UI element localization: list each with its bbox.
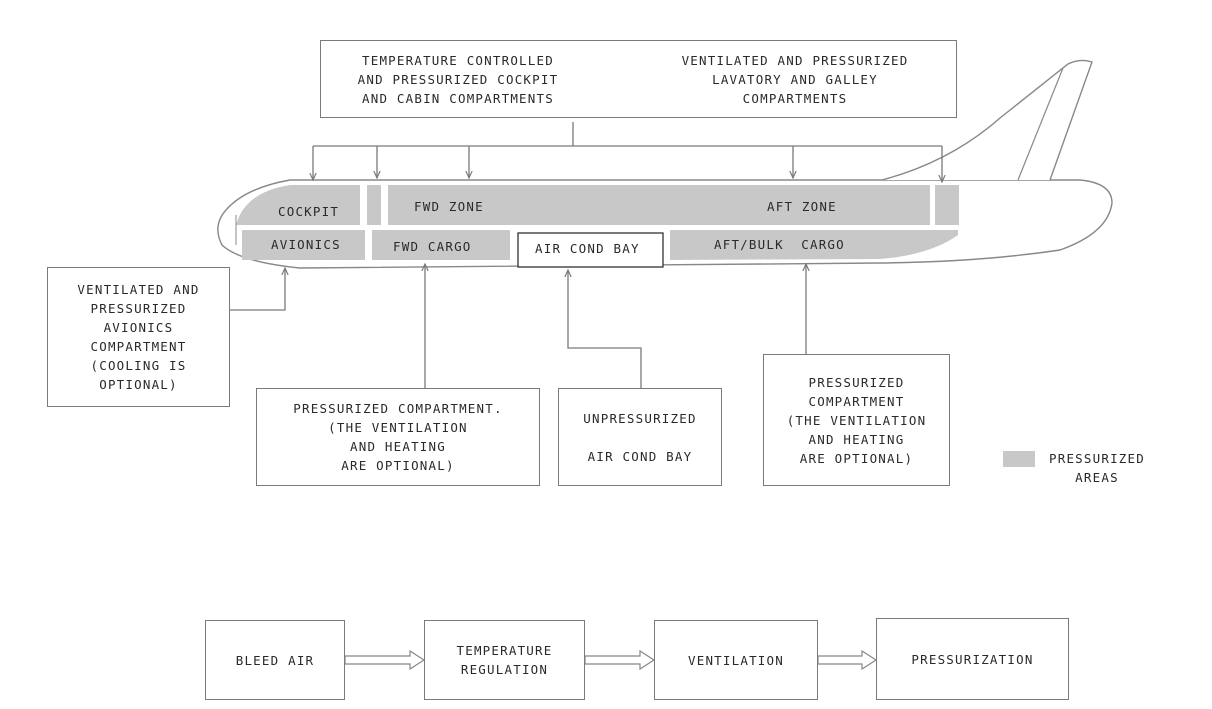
flow-arrow-1 (344, 649, 426, 671)
flow-pressurization: PRESSURIZATION (876, 618, 1069, 700)
cabin-area (388, 185, 930, 225)
air-cond-bay-callout: UNPRESSURIZED AIR COND BAY (558, 388, 722, 486)
cockpit-bulkhead-area (367, 185, 381, 225)
avionics-area (242, 230, 365, 260)
zone-air-cond-bay: AIR COND BAY (535, 241, 640, 256)
aft-bulkhead-area (935, 185, 959, 225)
flow-bleed-air: BLEED AIR (205, 620, 345, 700)
zone-cockpit: COCKPIT (278, 204, 340, 219)
aft-cargo-callout: PRESSURIZED COMPARTMENT (THE VENTILATION… (763, 354, 950, 486)
zone-fwd-cargo: FWD CARGO (393, 239, 472, 254)
zone-fwd: FWD ZONE (414, 199, 484, 214)
avionics-callout: VENTILATED AND PRESSURIZED AVIONICS COMP… (47, 267, 230, 407)
cockpit-area (236, 185, 360, 225)
zone-avionics: AVIONICS (271, 237, 341, 252)
flow-arrow-2 (584, 649, 656, 671)
fwd-cargo-area (372, 230, 510, 260)
flow-temperature-regulation: TEMPERATURE REGULATION (424, 620, 585, 700)
fwd-cargo-callout: PRESSURIZED COMPARTMENT. (THE VENTILATIO… (256, 388, 540, 486)
zone-aft-bulk-cargo: AFT/BULK CARGO (714, 237, 845, 252)
legend-label: PRESSURIZED AREAS (1049, 451, 1145, 485)
flow-arrow-3 (817, 649, 878, 671)
air-cond-bay-box (517, 232, 664, 268)
avionics-connector (230, 268, 285, 311)
air-cond-bay-connector (568, 270, 642, 388)
cockpit-cabin-callout: TEMPERATURE CONTROLLED AND PRESSURIZED C… (357, 52, 559, 106)
legend-swatch (1003, 451, 1035, 467)
top-callout-box (320, 40, 957, 118)
zone-aft: AFT ZONE (767, 199, 837, 214)
flow-ventilation: VENTILATION (654, 620, 818, 700)
tail-fin (881, 59, 1093, 181)
lavatory-galley-callout: VENTILATED AND PRESSURIZED LAVATORY AND … (681, 52, 909, 106)
tail-fin-rudder-line (1017, 67, 1064, 181)
aft-cargo-area (670, 230, 958, 260)
